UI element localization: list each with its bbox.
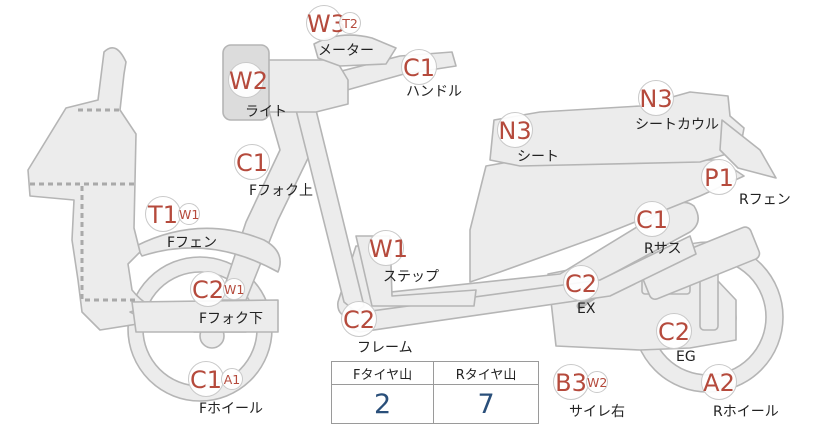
marker-step[interactable]: W1 <box>368 230 408 266</box>
marker-silencer-right[interactable]: B3 W2 <box>553 364 608 400</box>
label-rear-suspension: Rサス <box>644 241 682 257</box>
marker-light-code: W2 <box>228 62 268 98</box>
marker-rear-wheel-code: A2 <box>701 364 737 400</box>
marker-fork-upper-code: C1 <box>234 144 270 180</box>
marker-rear-fender[interactable]: P1 <box>701 159 737 195</box>
label-silencer-right: サイレ右 <box>569 404 625 420</box>
marker-seat-code: N3 <box>497 112 533 148</box>
marker-fork-lower[interactable]: C2 W1 <box>190 271 245 307</box>
marker-handle-code: C1 <box>401 49 437 85</box>
rear-tread-value: 7 <box>433 384 539 424</box>
marker-seat-cowl[interactable]: N3 <box>638 80 674 116</box>
marker-silencer-right-code: B3 <box>553 364 589 400</box>
marker-meter[interactable]: W3 T2 <box>306 5 361 41</box>
marker-engine-code: C2 <box>656 313 692 349</box>
marker-meter-code: W3 <box>306 5 346 41</box>
marker-exhaust-code: C2 <box>563 265 599 301</box>
marker-fork-lower-code: C2 <box>190 271 226 307</box>
marker-rear-fender-code: P1 <box>701 159 737 195</box>
marker-handle[interactable]: C1 <box>401 49 437 85</box>
label-seat: シート <box>517 149 559 165</box>
marker-rear-suspension-code: C1 <box>634 201 670 237</box>
label-fork-lower: Fフォク下 <box>199 311 264 327</box>
front-panel-shape <box>27 46 151 331</box>
label-meter: メーター <box>318 43 374 59</box>
marker-rear-suspension[interactable]: C1 <box>634 201 670 237</box>
marker-engine[interactable]: C2 <box>656 313 692 349</box>
tread-depth-table: Fタイヤ山 Rタイヤ山 2 7 <box>330 361 539 424</box>
label-rear-fender: Rフェン <box>739 192 791 208</box>
marker-front-fender[interactable]: T1 W1 <box>145 196 200 232</box>
marker-front-wheel[interactable]: C1 A1 <box>188 361 243 397</box>
label-handle: ハンドル <box>406 84 462 100</box>
label-step: ステップ <box>383 269 439 285</box>
marker-light[interactable]: W2 <box>228 62 268 98</box>
label-frame: フレーム <box>357 340 413 356</box>
label-light: ライト <box>245 104 287 120</box>
marker-frame[interactable]: C2 <box>341 301 377 337</box>
marker-frame-code: C2 <box>341 301 377 337</box>
marker-fork-upper[interactable]: C1 <box>234 144 270 180</box>
marker-silencer-right-sub: W2 <box>586 371 608 393</box>
front-fender-shape <box>135 227 281 273</box>
label-seat-cowl: シートカウル <box>635 117 719 133</box>
marker-front-fender-code: T1 <box>145 196 181 232</box>
label-front-wheel: Fホイール <box>199 401 264 417</box>
label-front-fender: Fフェン <box>167 235 218 251</box>
marker-exhaust[interactable]: C2 <box>563 265 599 301</box>
marker-rear-wheel[interactable]: A2 <box>701 364 737 400</box>
rear-tread-header: Rタイヤ山 <box>433 361 539 385</box>
marker-seat[interactable]: N3 <box>497 112 533 148</box>
label-exhaust: EX <box>577 301 596 317</box>
marker-front-fender-sub: W1 <box>178 203 200 225</box>
seat-shape <box>489 91 745 167</box>
marker-front-wheel-sub: A1 <box>221 368 243 390</box>
tail-shape <box>719 119 777 179</box>
marker-meter-sub: T2 <box>339 12 361 34</box>
front-tread-header: Fタイヤ山 <box>330 361 435 385</box>
front-tread-value: 2 <box>330 384 435 424</box>
marker-front-wheel-code: C1 <box>188 361 224 397</box>
marker-step-code: W1 <box>368 230 408 266</box>
label-fork-upper: Fフォク上 <box>249 183 314 199</box>
label-rear-wheel: Rホイール <box>713 404 779 420</box>
marker-fork-lower-sub: W1 <box>223 278 245 300</box>
marker-seat-cowl-code: N3 <box>638 80 674 116</box>
label-engine: EG <box>676 349 696 365</box>
